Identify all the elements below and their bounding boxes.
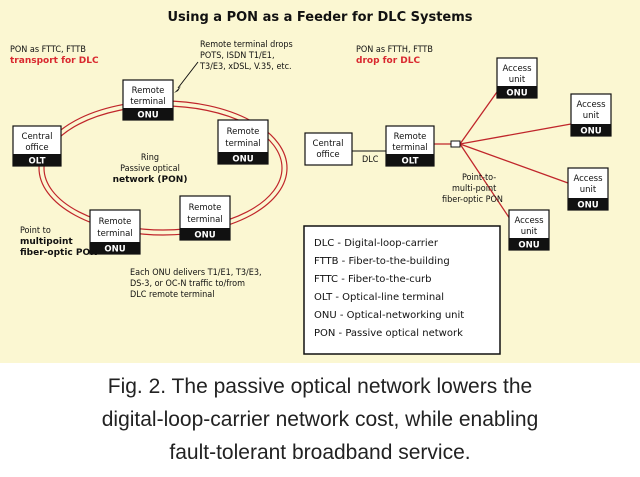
svg-text:Remote: Remote (132, 86, 165, 96)
svg-text:terminal: terminal (225, 139, 261, 149)
remote-drops-line-3: T3/E3, xDSL, V.35, etc. (199, 62, 292, 72)
caption-line-3: fault-tolerant broadband service. (169, 441, 471, 464)
right-mode-sublabel: drop for DLC (356, 56, 421, 66)
caption-line-2: digital-loop-carrier network cost, while… (101, 408, 539, 431)
svg-text:Remote: Remote (227, 127, 260, 137)
onu-delivers-line-2: DS-3, or OC-N traffic to/from (130, 279, 245, 289)
svg-text:Access: Access (573, 174, 603, 184)
svg-text:office: office (25, 143, 48, 153)
svg-text:OLT: OLT (28, 157, 45, 167)
svg-text:Central: Central (313, 139, 344, 149)
remote-drops-line-1: Remote terminal drops (200, 40, 293, 50)
left-central-office-node: Central office OLT (12, 125, 62, 167)
access-unit-3-node: Access unit ONU (567, 167, 609, 211)
left-p2mp-label-1: Point to (20, 226, 51, 236)
splitter-to-access-4-line (459, 143, 511, 220)
legend-item: PON - Passive optical network (314, 328, 463, 339)
svg-text:terminal: terminal (187, 215, 223, 225)
legend-item: DLC - Digital-loop-carrier (314, 238, 439, 249)
svg-text:ONU: ONU (580, 127, 601, 137)
svg-text:office: office (316, 150, 339, 160)
left-remote-bottom-right-node: Remote terminal ONU (179, 195, 231, 241)
ring-label-3: network (PON) (113, 175, 188, 185)
svg-text:ONU: ONU (137, 111, 158, 121)
access-unit-1-node: Access unit ONU (496, 57, 538, 99)
splitter-to-access-2-line (459, 123, 572, 145)
legend-box: DLC - Digital-loop-carrier FTTB - Fiber-… (303, 225, 501, 355)
dlc-link-label: DLC (362, 155, 379, 165)
svg-text:ONU: ONU (104, 245, 125, 255)
svg-text:Access: Access (502, 64, 532, 74)
svg-text:Access: Access (514, 216, 544, 226)
svg-text:ONU: ONU (518, 241, 539, 251)
splitter-to-access-1-line (459, 91, 498, 145)
diagram-title: Using a PON as a Feeder for DLC Systems (167, 10, 472, 25)
right-p2mp-label-1: Point-to- (462, 173, 496, 183)
right-p2mp-label-3: fiber-optic PON (442, 195, 503, 205)
splitter-to-access-3-line (459, 143, 569, 184)
caption-line-1: Fig. 2. The passive optical network lowe… (107, 375, 533, 398)
network-diagram: Using a PON as a Feeder for DLC Systems … (10, 10, 612, 355)
svg-text:Remote: Remote (99, 217, 132, 227)
svg-text:Remote: Remote (394, 132, 427, 142)
caption-panel: Fig. 2. The passive optical network lowe… (0, 363, 640, 477)
legend-item: FTTB - Fiber-to-the-building (314, 256, 450, 267)
svg-text:unit: unit (580, 185, 597, 195)
right-mode-label: PON as FTTH, FTTB (356, 45, 433, 55)
legend-item: ONU - Optical-networking unit (314, 310, 464, 321)
legend-item: FTTC - Fiber-to-the-curb (314, 274, 432, 285)
right-central-office-node: Central office (304, 132, 353, 166)
svg-text:OLT: OLT (401, 157, 418, 167)
svg-text:ONU: ONU (194, 231, 215, 241)
left-remote-bottom-left-node: Remote terminal ONU (89, 209, 141, 255)
onu-delivers-line-3: DLC remote terminal (130, 290, 214, 300)
left-remote-top-node: Remote terminal ONU (122, 79, 174, 121)
svg-text:Central: Central (22, 132, 53, 142)
access-unit-4-node: Access unit ONU (508, 209, 550, 251)
access-unit-2-node: Access unit ONU (570, 93, 612, 137)
svg-text:unit: unit (521, 227, 538, 237)
right-remote-terminal-node: Remote terminal OLT (385, 125, 435, 167)
right-p2mp-label-2: multi-point (452, 184, 496, 194)
svg-text:unit: unit (583, 111, 600, 121)
drops-pointer-arrowhead (174, 86, 181, 93)
left-p2mp-label-2: multipoint (20, 237, 73, 247)
svg-text:terminal: terminal (97, 229, 133, 239)
ring-label-2: Passive optical (120, 164, 180, 174)
left-mode-label: PON as FTTC, FTTB (10, 45, 86, 55)
drops-pointer-line (177, 61, 199, 89)
svg-text:terminal: terminal (130, 97, 166, 107)
svg-text:terminal: terminal (392, 143, 428, 153)
svg-text:Remote: Remote (189, 203, 222, 213)
left-p2mp-label-3: fiber-optic PON (20, 248, 98, 258)
onu-delivers-line-1: Each ONU delivers T1/E1, T3/E3, (130, 268, 262, 278)
remote-drops-line-2: POTS, ISDN T1/E1, (200, 51, 275, 61)
ring-label-1: Ring (141, 153, 159, 163)
svg-text:ONU: ONU (577, 201, 598, 211)
left-mode-sublabel: transport for DLC (10, 56, 99, 66)
left-remote-right-node: Remote terminal ONU (217, 119, 269, 165)
svg-text:ONU: ONU (506, 89, 527, 99)
optical-splitter (450, 140, 461, 148)
svg-text:unit: unit (509, 75, 526, 85)
legend-item: OLT - Optical-line terminal (314, 292, 444, 303)
svg-text:Access: Access (576, 100, 606, 110)
svg-text:ONU: ONU (232, 155, 253, 165)
